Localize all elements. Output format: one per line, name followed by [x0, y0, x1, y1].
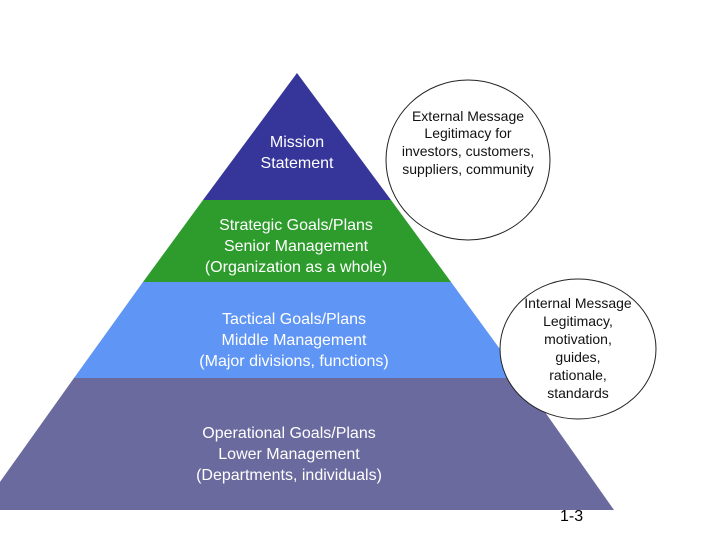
tactical-line-1: Tactical Goals/Plans	[222, 311, 366, 328]
tactical-line-3: (Major divisions, functions)	[199, 353, 388, 370]
mission-line-2: Statement	[261, 155, 334, 172]
external-message-bubble: External Message Legitimacy for investor…	[385, 79, 551, 241]
internal-line-2: Legitimacy,	[543, 313, 613, 329]
strategic-label: Strategic Goals/Plans Senior Management …	[205, 217, 387, 276]
operational-label: Operational Goals/Plans Lower Management…	[196, 425, 382, 484]
mission-line-1: Mission	[270, 134, 324, 151]
internal-line-1: Internal Message	[524, 295, 632, 311]
operational-line-2: Lower Management	[218, 446, 360, 463]
tier-mission-statement	[203, 73, 391, 200]
page-number: 1-3	[560, 508, 583, 525]
tier-strategic-goals	[143, 200, 451, 282]
tactical-line-2: Middle Management	[222, 332, 368, 349]
internal-message-bubble: Internal Message Legitimacy, motivation,…	[499, 278, 657, 420]
external-line-4: suppliers, community	[402, 161, 534, 177]
internal-line-4: guides,	[555, 349, 600, 365]
operational-line-1: Operational Goals/Plans	[202, 425, 375, 442]
internal-line-5: rationale,	[549, 367, 607, 383]
tactical-label: Tactical Goals/Plans Middle Management (…	[199, 311, 388, 370]
external-line-3: investors, customers,	[402, 143, 534, 159]
internal-line-6: standards	[547, 385, 608, 401]
tier-operational-goals	[0, 378, 614, 510]
mission-label: Mission Statement	[261, 134, 334, 172]
strategic-line-3: (Organization as a whole)	[205, 259, 387, 276]
external-line-1: External Message	[412, 108, 524, 124]
tier-tactical-goals	[74, 282, 521, 378]
internal-line-3: motivation,	[544, 331, 612, 347]
external-line-2: Legitimacy for	[424, 125, 511, 141]
internal-bubble-ellipse	[499, 278, 657, 420]
strategic-line-2: Senior Management	[224, 238, 369, 255]
operational-line-3: (Departments, individuals)	[196, 467, 382, 484]
strategic-line-1: Strategic Goals/Plans	[219, 217, 373, 234]
external-bubble-ellipse	[385, 79, 551, 241]
